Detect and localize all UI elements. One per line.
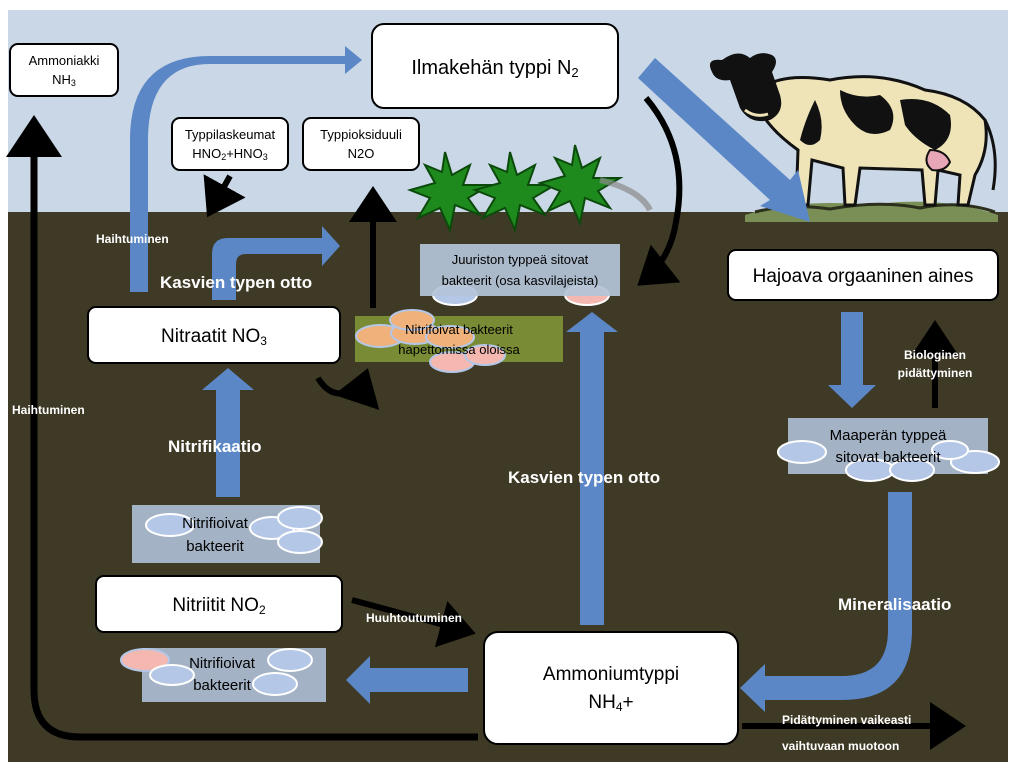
arrow-nitrate-loop xyxy=(315,368,380,411)
panel-juuriston-bakteerit: Juuriston typpeä sitovat bakteerit (osa … xyxy=(420,244,620,306)
ammoniumtyppi-label: Ammoniumtyppi xyxy=(543,664,679,685)
juuriston-label-1: Juuriston typpeä sitovat xyxy=(452,252,589,267)
arrow-ammonium-to-bacteria xyxy=(346,656,468,704)
arrow-atmosphere-to-roots xyxy=(637,96,683,286)
haihtuminen-top-label: Haihtuminen xyxy=(96,232,169,246)
ammoniakki-formula: NH3 xyxy=(52,72,76,88)
arrow-ammonium-volatilization xyxy=(5,115,478,741)
pidattyminen-label-2: vaihtuvaan muotoon xyxy=(782,739,899,753)
hajoava-label: Hajoava orgaaninen aines xyxy=(753,266,974,287)
arrow-nitrates-plant-uptake xyxy=(212,226,340,300)
biologinen-label-1: Biologinen xyxy=(904,348,966,362)
box-nitraatit: Nitraatit NO3 xyxy=(87,306,341,364)
panel-maaperan-bakteerit: Maaperän typpeä sitovat bakteerit xyxy=(777,418,1000,482)
juuriston-label-2: bakteerit (osa kasvilajeista) xyxy=(442,273,599,288)
cow-icon xyxy=(709,53,998,222)
huuhtoutuminen-label: Huuhtoutuminen xyxy=(366,611,462,625)
kasvien-otto-mid-label: Kasvien typen otto xyxy=(508,468,660,487)
arrow-deposition xyxy=(203,174,246,218)
box-typpioksiduuli: Typpioksiduuli N2O xyxy=(302,117,420,171)
box-ammoniumtyppi: Ammoniumtyppi NH4+ xyxy=(483,631,739,745)
haihtuminen-left-label: Haihtuminen xyxy=(12,403,85,417)
nitraatit-label: Nitraatit NO3 xyxy=(161,326,267,348)
typpilaskeumat-label: Typpilaskeumat xyxy=(185,127,276,142)
nitriitit-label: Nitriitit NO2 xyxy=(172,595,266,617)
ammoniumtyppi-formula: NH4+ xyxy=(588,692,633,714)
nitrifikaatio-label: Nitrifikaatio xyxy=(168,437,262,456)
arrow-mineralization xyxy=(740,492,912,712)
black-arrows xyxy=(5,96,966,750)
typpioksiduuli-formula: N2O xyxy=(348,146,375,161)
maaperan-label-2: sitovat bakteerit xyxy=(835,449,941,466)
panel-nitrifioivat-upper: Nitrifioivat bakteerit xyxy=(132,505,323,563)
nitrifoivat-hap-label-2: hapettomissa oloissa xyxy=(398,342,520,357)
panel-nitrifioivat-lower: Nitrifioivat bakteerit xyxy=(120,648,326,702)
arrow-leaching xyxy=(351,597,476,648)
nitrifioivat-upper-label-1: Nitrifioivat xyxy=(182,515,249,532)
arrow-ammonium-plant-uptake xyxy=(566,312,618,625)
nitrifioivat-upper-label-2: bakteerit xyxy=(186,538,244,555)
ilmakehan-label: Ilmakehän typpi N2 xyxy=(411,57,578,80)
kasvien-otto-top-label: Kasvien typen otto xyxy=(160,273,312,292)
mineralisaatio-label: Mineralisaatio xyxy=(838,595,951,614)
typpilaskeumat-formula: HNO2+HNO3 xyxy=(192,146,267,162)
arrow-nitrification-up xyxy=(202,368,254,497)
blue-arrows xyxy=(130,46,912,712)
arrow-atmosphere-to-cow xyxy=(638,58,810,222)
box-nitriitit: Nitriitit NO2 xyxy=(95,575,343,633)
box-ilmakehan-typpi: Ilmakehän typpi N2 xyxy=(371,23,619,109)
nitrifoivat-hap-label-1: Nitrifoivat bakteerit xyxy=(405,322,513,337)
nitrifioivat-lower-label-1: Nitrifioivat xyxy=(189,655,256,672)
maaperan-label-1: Maaperän typpeä xyxy=(830,427,947,444)
box-typpilaskeumat: Typpilaskeumat HNO2+HNO3 xyxy=(171,117,289,171)
panel-nitrifoivat-hapettomissa: Nitrifoivat bakteerit hapettomissa olois… xyxy=(355,309,563,373)
biologinen-label-2: pidättyminen xyxy=(898,366,973,380)
arrow-organic-to-bacteria xyxy=(828,312,876,408)
box-ammoniakki: Ammoniakki NH3 xyxy=(9,43,119,97)
pidattyminen-label-1: Pidättyminen vaikeasti xyxy=(782,713,911,727)
box-hajoava-orgaaninen-aines: Hajoava orgaaninen aines xyxy=(727,249,999,301)
ammoniakki-label: Ammoniakki xyxy=(29,53,100,68)
nitrifioivat-lower-label-2: bakteerit xyxy=(193,677,251,694)
typpioksiduuli-label: Typpioksiduuli xyxy=(320,127,402,142)
plants-icon xyxy=(406,144,653,234)
